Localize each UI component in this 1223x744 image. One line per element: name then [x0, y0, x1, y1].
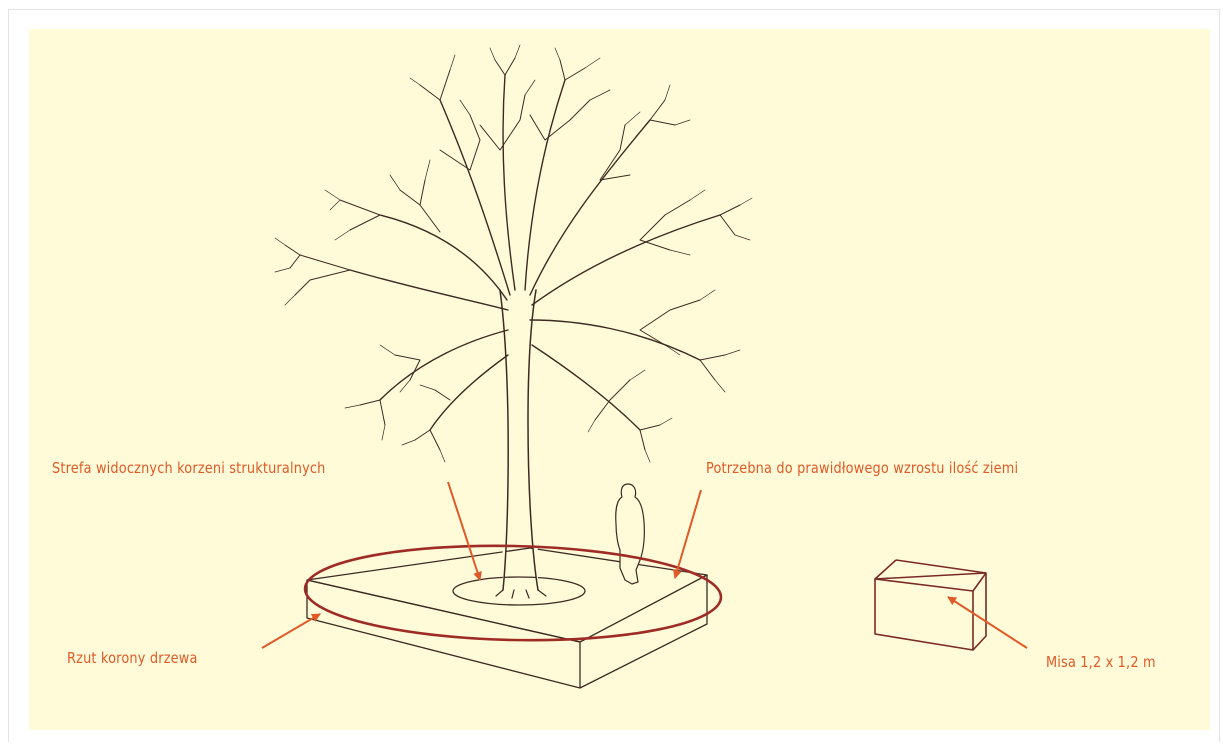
- tree-illustration: [275, 45, 752, 598]
- crown-projection-label: Rzut korony drzewa: [67, 649, 198, 667]
- pit-box: [875, 560, 986, 650]
- root-zone-label: Strefa widocznych korzeni strukturalnych: [52, 459, 326, 477]
- soil-volume-slab: [307, 548, 707, 688]
- pit-label: Misa 1,2 x 1,2 m: [1046, 653, 1156, 671]
- crown-projection-arrow: [262, 614, 320, 648]
- soil-volume-label: Potrzebna do prawidłowego wzrostu ilość …: [706, 459, 1018, 477]
- soil-volume-arrow: [675, 490, 701, 578]
